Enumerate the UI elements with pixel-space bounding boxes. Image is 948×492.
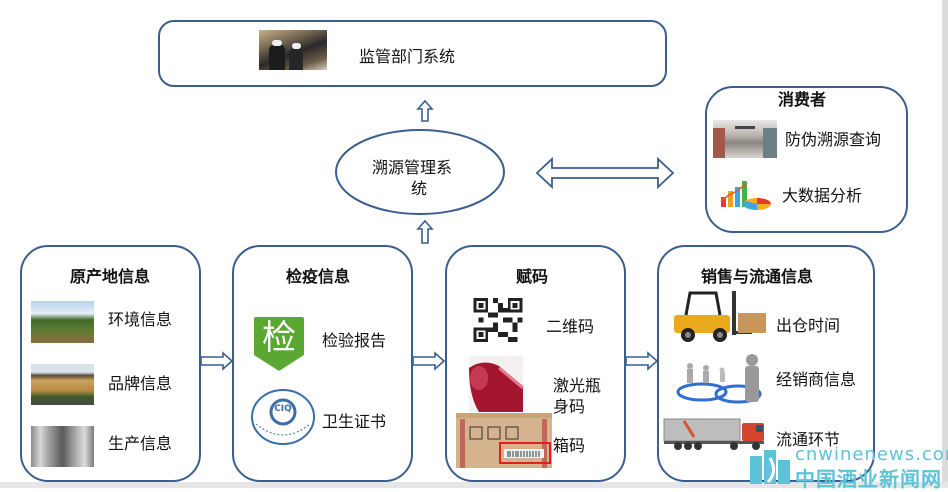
- arrow-right-icon: [625, 351, 659, 371]
- sales-item-label: 经销商信息: [776, 370, 857, 389]
- distributor-network-graphic: [676, 354, 762, 404]
- sales-item-label: 流通环节: [776, 430, 841, 449]
- coding-item-label-line1: 激光瓶: [553, 376, 602, 395]
- ciq-seal-text: CIQ: [274, 404, 292, 414]
- supermarket-photo: [713, 120, 777, 158]
- origin-title: 原产地信息: [70, 267, 151, 286]
- inspection-badge-icon: [254, 317, 304, 371]
- watermark-domain: cnwinenews.com: [795, 444, 948, 465]
- inspection-title: 检疫信息: [286, 267, 351, 286]
- coding-item-label: 箱码: [553, 436, 586, 455]
- watermark-name: 中国酒业新闻网: [795, 467, 942, 491]
- arrow-right-icon: [412, 351, 446, 371]
- watermark-logo-icon: [750, 450, 790, 484]
- bottle-neck-photo: [469, 356, 524, 412]
- consumer-title: 消费者: [778, 90, 827, 109]
- inspection-box: [232, 245, 413, 482]
- regulator-label: 监管部门系统: [359, 47, 456, 66]
- consumer-item-label: 防伪溯源查询: [785, 130, 882, 149]
- traceability-ellipse: [335, 129, 505, 215]
- arrow-up-icon: [416, 99, 434, 122]
- traceability-label-line1: 溯源管理系: [372, 158, 453, 177]
- coding-title: 赋码: [516, 267, 549, 286]
- sales-title: 销售与流通信息: [701, 267, 814, 286]
- carton-barcode-photo: [456, 413, 552, 468]
- inspection-item-label: 检验报告: [322, 331, 387, 350]
- consumer-box: [705, 86, 908, 233]
- inspection-item-label: 卫生证书: [322, 412, 387, 431]
- arrow-up-icon: [416, 219, 434, 244]
- origin-item-label: 生产信息: [108, 434, 173, 453]
- coding-item-label-line2: 身码: [553, 397, 586, 416]
- ciq-seal-icon: [251, 389, 315, 445]
- cellar-tanks-photo: [31, 426, 94, 467]
- origin-item-label: 品牌信息: [108, 374, 173, 393]
- regulator-box: 监管部门系统: [158, 20, 667, 87]
- qr-code-icon: [473, 298, 523, 342]
- double-arrow-icon: [535, 156, 675, 190]
- origin-item-label: 环境信息: [108, 310, 173, 329]
- vineyard-photo: [31, 301, 94, 343]
- winery-building-photo: [31, 364, 94, 405]
- consumer-item-label: 大数据分析: [782, 186, 863, 205]
- coding-item-label: 二维码: [546, 317, 595, 336]
- arrow-right-icon: [200, 351, 234, 371]
- page-edge-strip: [942, 0, 948, 488]
- page-bottom-strip: [0, 482, 948, 488]
- truck-graphic: [663, 418, 764, 450]
- inspection-badge-char: 检: [262, 318, 296, 358]
- sales-item-label: 出仓时间: [776, 316, 841, 335]
- forklift-graphic: [674, 291, 766, 342]
- traceability-label-line2: 统: [411, 179, 428, 198]
- chart-graphic: [720, 181, 771, 210]
- inspectors-photo: [259, 30, 327, 70]
